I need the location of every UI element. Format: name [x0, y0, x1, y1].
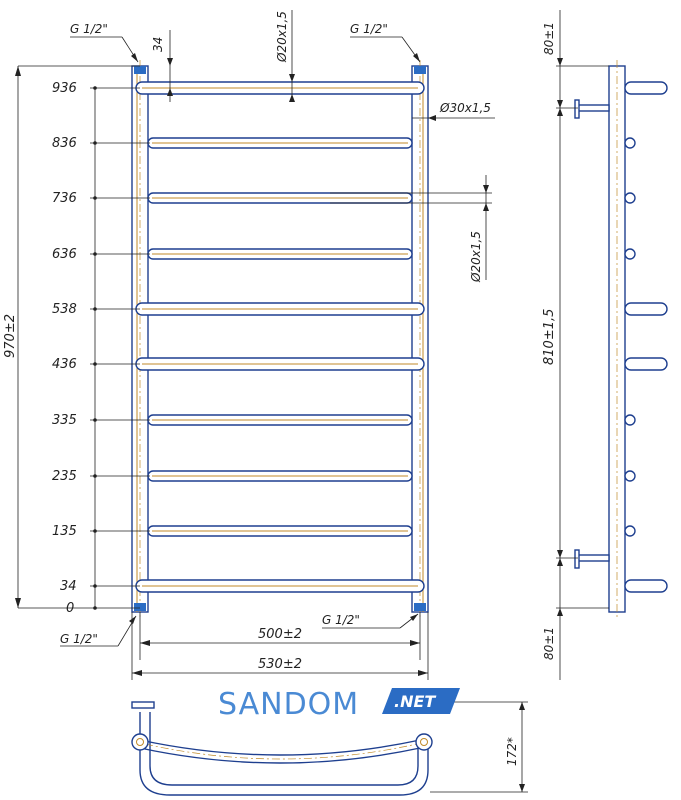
level-label: 736 — [52, 191, 77, 206]
port-top-left — [134, 66, 146, 74]
rung-diameter-side-label: Ø20x1,5 — [469, 231, 483, 283]
side-rung-stub — [624, 81, 668, 95]
port-top-right — [414, 66, 426, 74]
offset-top-label: 34 — [151, 37, 165, 52]
level-label: 538 — [52, 302, 77, 317]
side-rung-stub — [624, 579, 668, 593]
depth-label: 172* — [505, 737, 519, 766]
side-rung-end — [624, 470, 636, 482]
level-dimensions: 936 836 736 636 538 436 335 235 135 34 0… — [3, 65, 150, 616]
side-rung-end — [624, 414, 636, 426]
side-top-offset-label: 80±1 — [542, 22, 556, 55]
thread-label-bottom-right: G 1/2" — [322, 613, 360, 627]
level-label: 34 — [60, 579, 77, 594]
level-label: 135 — [52, 524, 77, 539]
level-label: 636 — [52, 247, 77, 262]
top-view-right-pipe — [415, 733, 433, 751]
brand-suffix: .NET — [394, 692, 436, 711]
level-label: 235 — [52, 469, 77, 484]
brand-name: SANDOM — [218, 687, 359, 722]
side-rung-stub — [624, 357, 668, 371]
top-view: 172* — [131, 701, 528, 796]
overall-width-label: 530±2 — [258, 657, 302, 672]
center-width-label: 500±2 — [258, 627, 302, 642]
top-view-left-pipe — [131, 733, 149, 751]
brand-watermark: SANDOM .NET — [218, 687, 460, 722]
port-bottom-left — [134, 603, 146, 611]
side-rung-end — [624, 248, 636, 260]
top-view-bracket — [131, 701, 155, 709]
side-rung-end — [624, 137, 636, 149]
level-label: 335 — [52, 413, 77, 428]
level-label: 936 — [52, 81, 77, 96]
thread-label-top-left: G 1/2" — [70, 22, 108, 36]
top-view-rung-curve — [139, 739, 421, 756]
side-center-height-label: 810±1,5 — [542, 309, 557, 365]
top-view-outer-contour — [139, 712, 429, 796]
side-rung-stub — [624, 302, 668, 316]
level-label: 836 — [52, 136, 77, 151]
rung-diameter-top-label: Ø20x1,5 — [275, 11, 289, 63]
port-bottom-right — [414, 603, 426, 611]
thread-label-bottom-left: G 1/2" — [60, 632, 98, 646]
level-label: 0 — [66, 601, 74, 616]
side-callouts: Ø30x1,5 Ø20x1,5 — [330, 101, 495, 283]
rungs — [135, 81, 425, 593]
side-bottom-offset-label: 80±1 — [542, 627, 556, 660]
top-callouts: G 1/2" G 1/2" 34 Ø20x1,5 — [70, 10, 421, 102]
wall-bracket-bottom — [577, 554, 610, 562]
front-view: 936 836 736 636 538 436 335 235 135 34 0… — [3, 10, 495, 680]
bottom-callouts: G 1/2" G 1/2" 500±2 530±2 — [60, 612, 429, 680]
side-view: 80±1 810±1,5 80±1 — [542, 10, 668, 680]
wall-bracket-top — [577, 104, 610, 112]
overall-height-label: 970±2 — [3, 314, 18, 358]
side-tube-diameter-label: Ø30x1,5 — [439, 101, 491, 115]
side-rung-end — [624, 525, 636, 537]
brand-badge — [382, 688, 460, 714]
level-label: 436 — [52, 357, 77, 372]
thread-label-top-right: G 1/2" — [350, 22, 388, 36]
side-rung-end — [624, 192, 636, 204]
